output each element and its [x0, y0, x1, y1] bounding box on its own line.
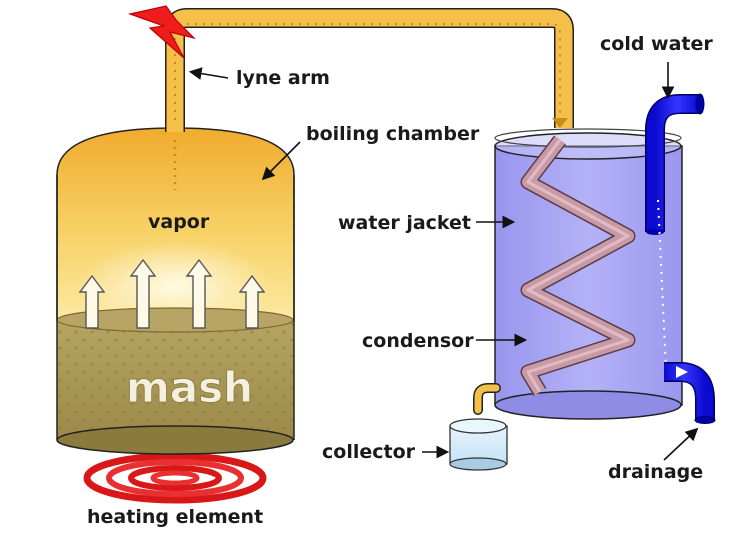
label-lyne-arm: lyne arm: [236, 67, 330, 89]
condensor-coil: [520, 135, 636, 396]
label-boiling-chamber: boiling chamber: [306, 123, 480, 145]
label-mash: mash: [126, 363, 253, 412]
label-heating-element: heating element: [87, 506, 263, 528]
boiling-chamber: [56, 127, 295, 455]
cold-water-pipe: [645, 93, 705, 371]
collector-jar: [449, 418, 508, 471]
heat-arrow-icon: [78, 274, 106, 329]
drainage-pipe: [664, 362, 716, 424]
heating-element-coil: [83, 452, 267, 504]
leader-arrows: [188, 62, 699, 461]
heat-arrow-icon: [129, 258, 157, 329]
lightning-bolt-icon: [127, 5, 196, 59]
water-jacket: [494, 128, 683, 420]
label-vapor: vapor: [148, 211, 210, 233]
label-drainage: drainage: [608, 461, 703, 483]
label-collector: collector: [322, 441, 416, 463]
label-water-jacket: water jacket: [338, 212, 471, 234]
label-condensor: condensor: [362, 330, 474, 352]
heat-arrow-icon: [185, 258, 213, 329]
label-cold-water: cold water: [600, 33, 713, 55]
heat-arrow-icon: [238, 274, 266, 329]
vapor-arrows: [78, 258, 266, 329]
